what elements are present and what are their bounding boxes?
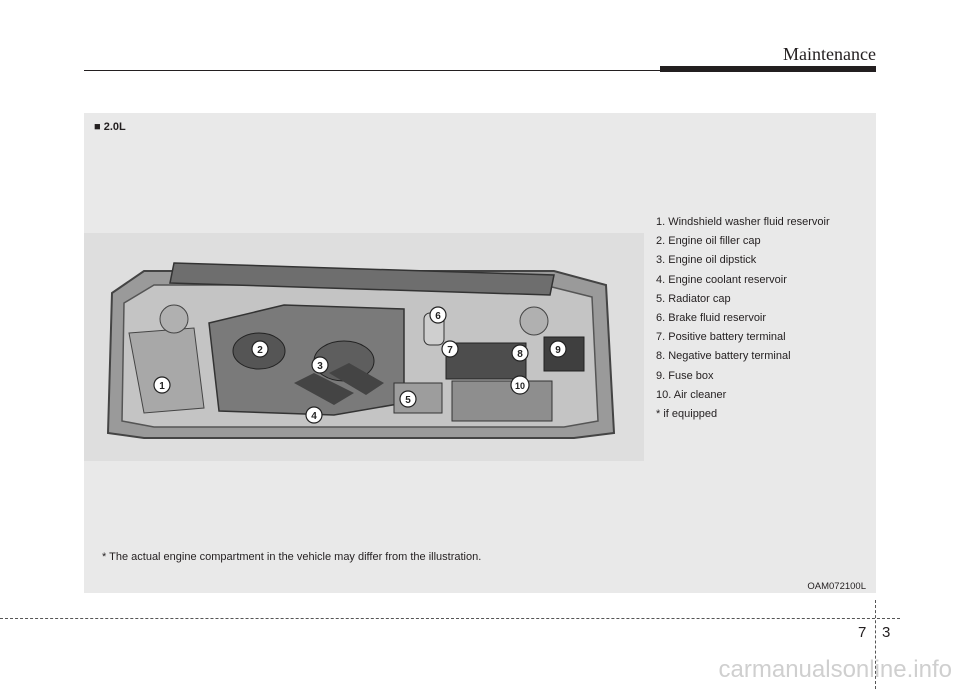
parts-list-item: 1. Windshield washer fluid reservoir bbox=[656, 216, 830, 228]
callout-7: 7 bbox=[441, 340, 459, 358]
callout-4: 4 bbox=[305, 406, 323, 424]
figure-code: OAM072100L bbox=[807, 581, 866, 592]
callout-8: 8 bbox=[511, 344, 529, 362]
header-rule bbox=[84, 70, 660, 71]
header-rule-accent bbox=[660, 66, 876, 72]
cowl-panel bbox=[169, 262, 555, 296]
parts-list-item: 3. Engine oil dipstick bbox=[656, 254, 757, 267]
callout-5: 5 bbox=[399, 390, 417, 408]
parts-list-item: 8. Negative battery terminal bbox=[656, 350, 791, 363]
parts-list-item: 5. Radiator cap bbox=[656, 292, 731, 305]
callout-2: 2 bbox=[251, 340, 269, 358]
svg-text:4: 4 bbox=[311, 411, 317, 422]
engine-compartment-illustration: 1 2 3 4 5 6 7 8 9 10 bbox=[84, 233, 644, 461]
illustration-footnote: * The actual engine compartment in the v… bbox=[102, 551, 482, 563]
parts-list-item: 2. Engine oil filler cap bbox=[656, 235, 761, 248]
right-strut-tower bbox=[519, 306, 549, 336]
figure-panel: ■ 2.0L 1 bbox=[84, 113, 876, 593]
svg-text:7: 7 bbox=[447, 345, 453, 356]
parts-list-item: * if equipped bbox=[656, 408, 718, 421]
svg-text:6: 6 bbox=[435, 311, 441, 322]
air-cleaner bbox=[451, 380, 553, 422]
engine-cover-stripe bbox=[294, 373, 354, 405]
svg-text:3: 3 bbox=[317, 361, 323, 372]
engine-cover-stripe bbox=[329, 363, 384, 395]
parts-list-item: 9. Fuse box bbox=[656, 369, 714, 382]
callout-10: 10 bbox=[510, 375, 530, 395]
parts-list-item: 7. Positive battery terminal bbox=[656, 331, 786, 344]
crop-line-vertical bbox=[875, 600, 876, 689]
section-label: ■ 2.0L bbox=[94, 121, 126, 133]
watermark: carmanualsonline.info bbox=[718, 656, 952, 683]
callout-3: 3 bbox=[311, 356, 329, 374]
callout-9: 9 bbox=[549, 340, 567, 358]
header-title: Maintenance bbox=[783, 44, 876, 64]
svg-text:2: 2 bbox=[257, 345, 263, 356]
crop-line-horizontal bbox=[0, 618, 900, 619]
parts-list: 1. Windshield washer fluid reservoir 2. … bbox=[656, 213, 830, 424]
parts-list-item: 4. Engine coolant reservoir bbox=[656, 273, 787, 286]
callout-6: 6 bbox=[429, 306, 447, 324]
svg-text:8: 8 bbox=[517, 349, 523, 360]
svg-text:9: 9 bbox=[555, 345, 561, 356]
parts-list-item: 10. Air cleaner bbox=[656, 388, 727, 401]
parts-list-item: 6. Brake fluid reservoir bbox=[656, 312, 767, 325]
left-strut-tower bbox=[159, 304, 189, 334]
svg-text:10: 10 bbox=[515, 381, 525, 391]
svg-text:5: 5 bbox=[405, 395, 411, 406]
chapter-number: 7 bbox=[858, 624, 867, 641]
svg-text:1: 1 bbox=[159, 381, 165, 392]
callout-1: 1 bbox=[153, 376, 171, 394]
engine-illustration-svg: 1 2 3 4 5 6 7 8 9 10 bbox=[106, 262, 616, 439]
page-number: 3 bbox=[882, 624, 891, 641]
